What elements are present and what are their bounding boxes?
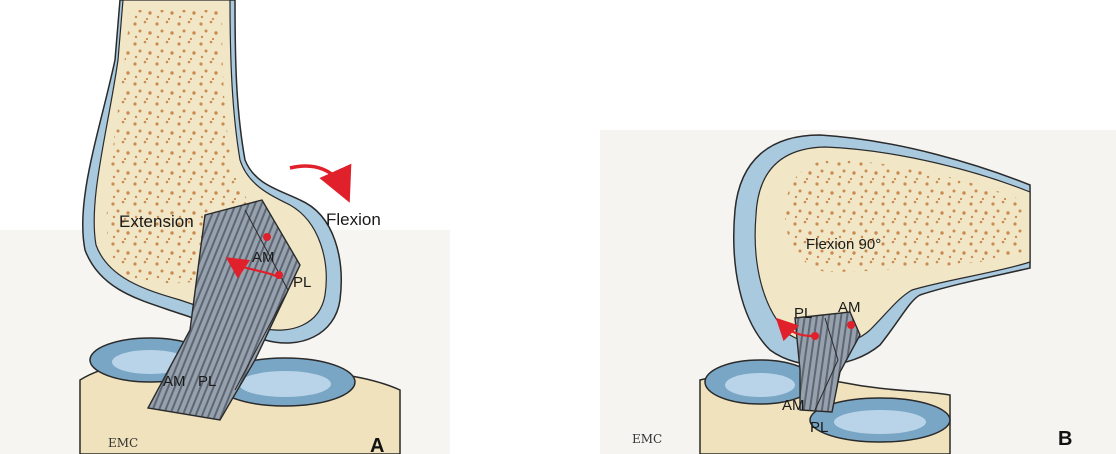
panel-b-letter: B: [1058, 428, 1072, 450]
panel-a-tibia-am-label: AM: [163, 373, 186, 390]
panel-b-flexion-90-label: Flexion 90°: [806, 236, 881, 253]
panel-a-letter: A: [370, 435, 384, 454]
panel-b-emc-mark: EMC: [632, 432, 662, 446]
panel-a-tibia-pl-label: PL: [198, 373, 216, 390]
panel-b-pl-insertion-dot: [811, 332, 819, 340]
panel-b-tibia-am-label: AM: [782, 397, 805, 414]
panel-b-tibia-pl-label: PL: [810, 419, 828, 436]
panel-b-femur-am-label: AM: [838, 299, 861, 316]
panel-a-emc-mark: EMC: [108, 436, 138, 450]
panel-b-am-insertion-dot: [847, 321, 855, 329]
panel-a-extension-label: Extension: [119, 212, 194, 231]
panel-a-femur-am-label: AM: [252, 249, 275, 266]
panel-a-femur-pl-label: PL: [293, 274, 311, 291]
panel-b-femur-pl-label: PL: [794, 305, 812, 322]
panel-a-am-insertion-dot: [263, 233, 271, 241]
panel-a-flexion-label: Flexion: [326, 210, 381, 229]
